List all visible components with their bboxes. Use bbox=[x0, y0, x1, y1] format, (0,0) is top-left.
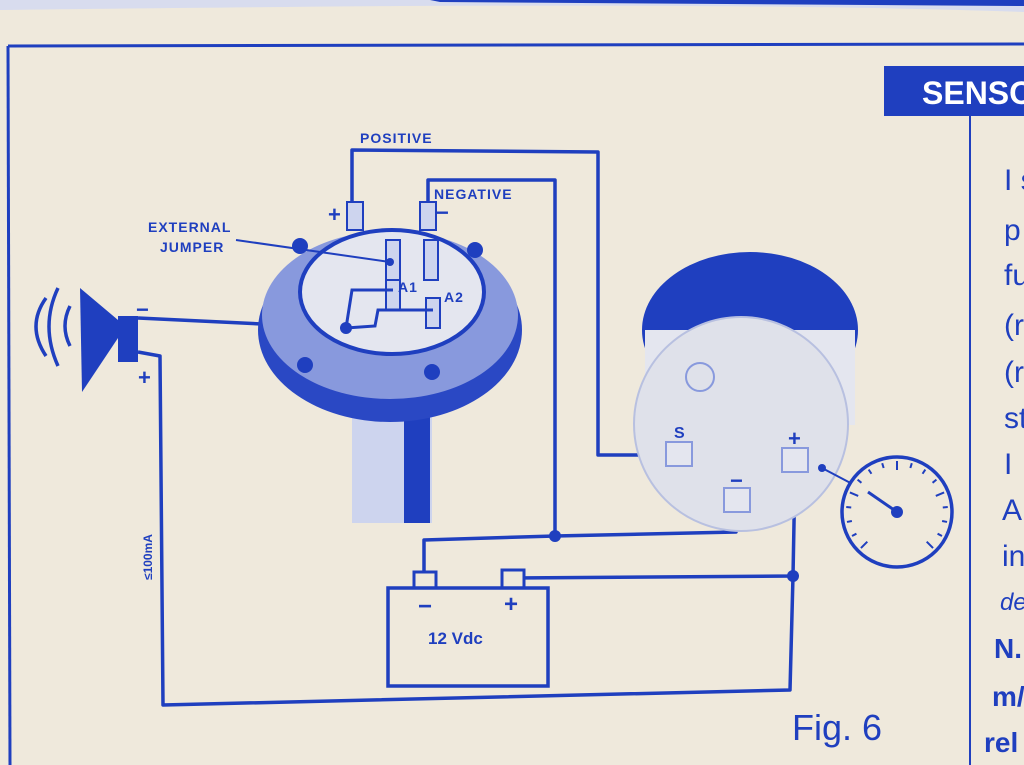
side-line: A bbox=[1002, 494, 1022, 527]
gauge-minus-terminal bbox=[723, 487, 751, 513]
frame-top bbox=[7, 42, 1024, 48]
dial-tick bbox=[931, 478, 938, 484]
battery-voltage-label: 12 Vdc bbox=[428, 629, 483, 648]
sound-wave bbox=[34, 296, 48, 357]
side-line: rel bbox=[984, 727, 1018, 758]
section-header-tab: SENSOR bbox=[884, 66, 1024, 116]
figure-caption: Fig. 6 bbox=[792, 707, 882, 748]
side-line: de bbox=[1000, 589, 1024, 616]
positive-terminal bbox=[346, 201, 364, 231]
junction-dot bbox=[787, 570, 799, 582]
battery-plus-label: + bbox=[504, 591, 518, 618]
bolt-icon bbox=[292, 238, 308, 254]
side-text-column: I s p fu (r (r st I A in de N. m/ rel bbox=[984, 164, 1024, 758]
battery: − + 12 Vdc bbox=[386, 568, 550, 688]
dial-tick bbox=[881, 462, 885, 469]
side-line: p bbox=[1004, 214, 1021, 247]
dial-tick bbox=[937, 532, 943, 537]
dial-tick bbox=[921, 469, 927, 475]
gauge-plus-label: + bbox=[788, 426, 801, 451]
dial-tick bbox=[846, 519, 853, 523]
a2-lead bbox=[345, 308, 433, 330]
top-rule bbox=[430, 0, 1024, 6]
frame-left bbox=[6, 45, 12, 765]
negative-terminal bbox=[419, 201, 437, 231]
side-line: fu bbox=[1004, 259, 1024, 292]
junction-dot bbox=[549, 530, 561, 542]
a2-terminal bbox=[425, 297, 441, 329]
buzzer-icon: − + bbox=[34, 287, 151, 392]
bolt-icon bbox=[297, 357, 313, 373]
external-label: EXTERNAL bbox=[148, 219, 231, 235]
jumper-post bbox=[423, 239, 439, 281]
jumper-label: JUMPER bbox=[160, 239, 224, 255]
dial-tick bbox=[851, 532, 857, 537]
bolt-icon bbox=[424, 364, 440, 380]
side-line: m/ bbox=[992, 681, 1024, 712]
dial-tick bbox=[909, 462, 913, 469]
negative-wire bbox=[426, 178, 557, 536]
dial-tick bbox=[925, 540, 934, 549]
jumper-pointer bbox=[235, 239, 391, 263]
current-limit-label: ≤100mA bbox=[141, 534, 155, 580]
speaker-minus-label: − bbox=[136, 297, 149, 322]
sound-wave bbox=[47, 287, 60, 367]
dial-hub bbox=[891, 506, 903, 518]
gauge-s-label: S bbox=[674, 425, 685, 442]
side-line: st bbox=[1004, 402, 1024, 435]
gauge-plus-terminal bbox=[781, 447, 809, 473]
gauge-body: S + − bbox=[633, 252, 861, 532]
speaker-cone bbox=[80, 288, 118, 392]
battery-negative-wire bbox=[422, 534, 556, 574]
battery-minus-label: − bbox=[418, 593, 432, 620]
side-line: I s bbox=[1004, 164, 1024, 197]
gauge-s-terminal bbox=[665, 441, 693, 467]
a1-lead bbox=[344, 288, 393, 329]
positive-label: POSITIVE bbox=[360, 130, 433, 146]
dial-ticks bbox=[846, 461, 948, 549]
header-tab-label: SENSOR bbox=[922, 75, 1024, 111]
gauge-hole bbox=[685, 362, 715, 392]
a2-label: A2 bbox=[444, 289, 464, 305]
speaker-positive-wire bbox=[137, 350, 795, 707]
header-tab-background bbox=[884, 66, 1024, 116]
dial-tick bbox=[867, 469, 873, 475]
dial-tick bbox=[856, 478, 863, 484]
sound-wave bbox=[63, 305, 72, 347]
side-line: N. bbox=[994, 633, 1022, 664]
dial-tick bbox=[860, 540, 869, 549]
gauge-dial-icon bbox=[840, 455, 954, 569]
dial-tick bbox=[941, 519, 948, 523]
dial-tick bbox=[849, 491, 859, 497]
junction-dot bbox=[340, 322, 352, 334]
gauge-minus-label: − bbox=[730, 468, 743, 493]
negative-label: NEGATIVE bbox=[434, 186, 513, 202]
dial-tick bbox=[935, 491, 945, 497]
sensor-labels: POSITIVE NEGATIVE EXTERNAL JUMPER A1 A2 … bbox=[148, 130, 513, 305]
negative-symbol: − bbox=[436, 200, 449, 225]
level-sensor bbox=[235, 201, 522, 523]
speaker-plus-label: + bbox=[138, 365, 151, 390]
battery-positive-post bbox=[500, 568, 526, 590]
bolt-icon bbox=[467, 242, 483, 258]
positive-wire bbox=[350, 148, 668, 457]
side-line: in bbox=[1002, 540, 1024, 573]
speaker-magnet bbox=[118, 316, 138, 362]
side-line: (r bbox=[1004, 309, 1024, 342]
side-line: (r bbox=[1004, 356, 1024, 389]
jumper-pointer-tip bbox=[386, 258, 394, 266]
positive-symbol: + bbox=[328, 202, 341, 227]
battery-body bbox=[386, 586, 550, 688]
side-line: I bbox=[1004, 448, 1012, 481]
a1-label: A1 bbox=[398, 279, 418, 295]
